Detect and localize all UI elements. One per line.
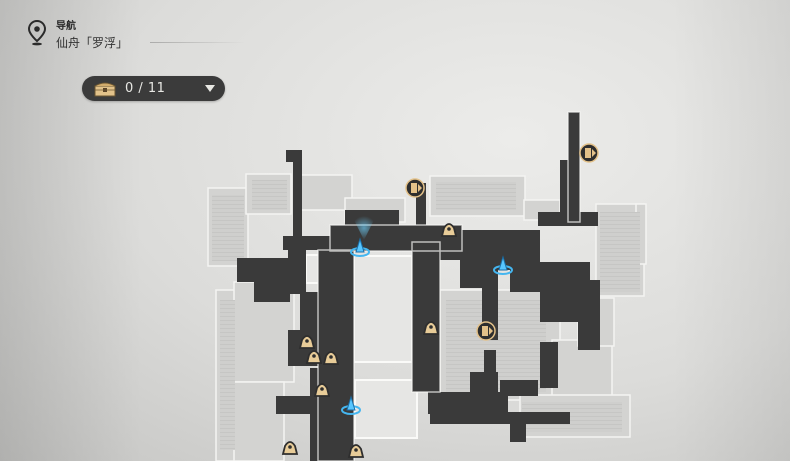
npc-marker-icon[interactable] — [313, 383, 331, 397]
npc-marker-icon[interactable] — [298, 335, 316, 349]
exit-door-icon[interactable] — [476, 321, 496, 341]
space-anchor-icon[interactable] — [341, 395, 361, 415]
navigation-header[interactable]: 导航 仙舟「罗浮」 — [28, 20, 128, 52]
header-divider — [150, 42, 245, 43]
npc-marker-icon[interactable] — [305, 350, 323, 364]
walkable-paths — [237, 112, 600, 461]
space-anchor-icon[interactable] — [493, 255, 513, 275]
npc-marker-icon[interactable] — [322, 351, 340, 365]
treasure-chest-icon — [94, 82, 116, 96]
location-pin-icon — [28, 20, 46, 46]
npc-marker-icon[interactable] — [422, 321, 440, 335]
exit-door-icon[interactable] — [579, 143, 599, 163]
npc-marker-icon[interactable] — [347, 444, 365, 458]
chevron-down-icon — [205, 85, 215, 92]
npc-marker-icon[interactable] — [440, 223, 458, 237]
exit-door-icon[interactable] — [405, 178, 425, 198]
npc-marker-icon[interactable] — [281, 441, 299, 455]
chest-count: 0 / 11 — [125, 81, 166, 96]
waypoint-beam — [352, 216, 376, 240]
treasure-chest-filter-dropdown[interactable]: 0 / 11 — [82, 76, 225, 101]
space-anchor-icon[interactable] — [350, 237, 370, 257]
navigation-label: 导航 — [56, 21, 76, 32]
region-name: 仙舟「罗浮」 — [56, 36, 129, 50]
